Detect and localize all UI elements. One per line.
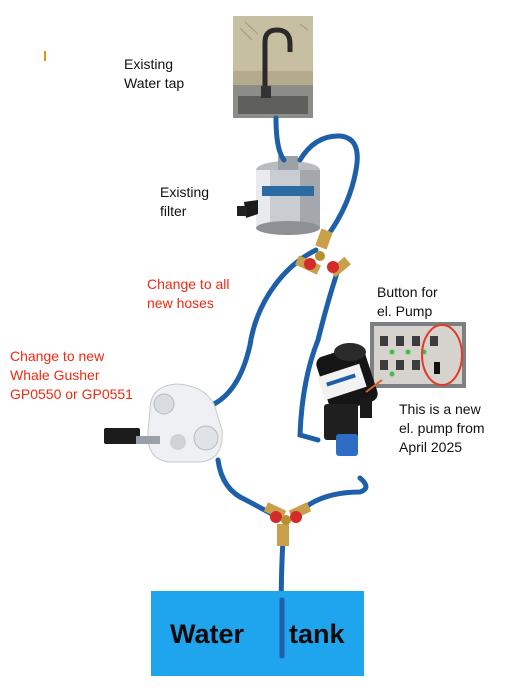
change-hoses-label: Change to all new hoses bbox=[147, 276, 230, 311]
existing-tap-label: Existing Water tap bbox=[124, 56, 185, 91]
water-tank bbox=[151, 591, 364, 676]
hose-manifold-elpump bbox=[297, 267, 341, 443]
upper-y-connector bbox=[295, 228, 351, 278]
existing-filter-label: Existing filter bbox=[160, 184, 210, 219]
hose-tap-filter bbox=[273, 115, 287, 163]
hose-manualpump-y bbox=[215, 457, 275, 517]
tank-label-water: Water bbox=[170, 619, 245, 649]
filter-photo bbox=[237, 156, 320, 235]
change-pump-label: Change to new Whale Gusher GP0550 or GP0… bbox=[10, 348, 133, 402]
orange-marker bbox=[44, 51, 46, 61]
electric-pump-photo bbox=[316, 343, 383, 456]
tank-label-tank: tank bbox=[289, 619, 345, 649]
lower-y-connector bbox=[263, 502, 312, 546]
hoses bbox=[211, 115, 369, 658]
button-label: Button for el. Pump bbox=[377, 284, 438, 319]
manual-pump-photo bbox=[104, 383, 223, 463]
water-tap-photo bbox=[233, 16, 313, 118]
new-pump-label: This is a new el. pump from April 2025 bbox=[399, 401, 485, 455]
hose-elpump-y bbox=[295, 475, 369, 517]
hose-filter-manifold bbox=[297, 133, 360, 241]
switch-panel-photo bbox=[370, 322, 466, 388]
hose-manifold-manualpump bbox=[211, 247, 319, 407]
